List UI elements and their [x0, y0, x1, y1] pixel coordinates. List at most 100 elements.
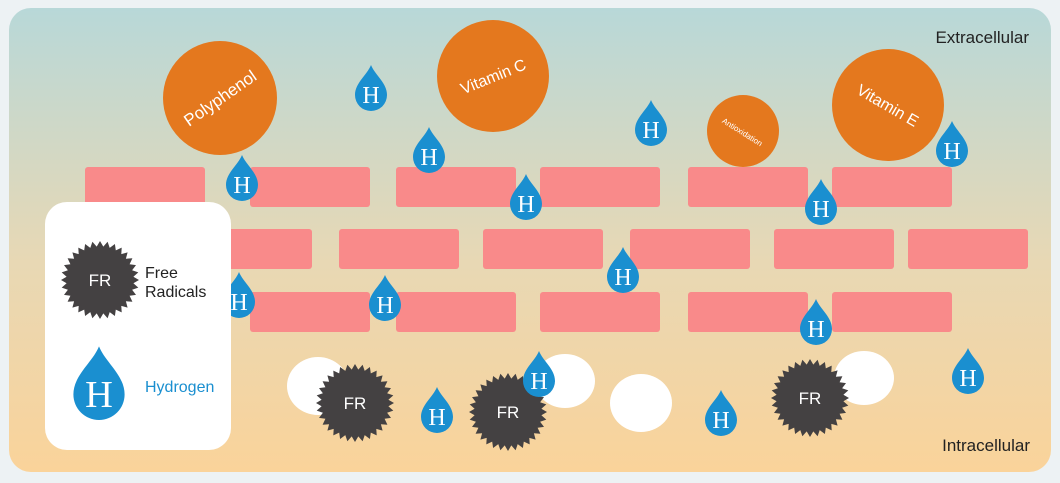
hydrogen-symbol: H	[530, 369, 547, 395]
legend-free-radical: FR	[61, 241, 139, 319]
legend: FR H Free Radicals Hydrogen	[45, 202, 231, 450]
membrane-brick	[85, 167, 205, 207]
hydrogen-drop: H	[355, 65, 387, 111]
legend-graphics: FR H	[61, 241, 139, 420]
white-particle	[610, 374, 672, 432]
hydrogen-drop: H	[223, 272, 255, 318]
hydrogen-drop-shape	[936, 121, 968, 167]
white-particle	[834, 351, 894, 405]
hydrogen-drop-shape	[226, 155, 258, 201]
membrane-brick	[250, 292, 370, 332]
membrane-brick	[630, 229, 750, 269]
legend-free-line1: Free	[145, 265, 178, 282]
hydrogen-drop: H	[607, 247, 639, 293]
membrane-brick	[774, 229, 894, 269]
hydrogen-drop: H	[635, 100, 667, 146]
hydrogen-symbol: H	[807, 317, 824, 343]
hydrogen-drop-shape	[635, 100, 667, 146]
membrane-brick	[483, 229, 603, 269]
membrane-brick	[396, 167, 516, 207]
membrane-brick	[832, 167, 952, 207]
hydrogen-symbol: H	[233, 173, 250, 199]
hydrogen-symbol: H	[428, 405, 445, 431]
membrane-brick	[688, 167, 808, 207]
hydrogen-symbol: H	[420, 145, 437, 171]
antioxidant-circle	[707, 95, 779, 167]
intracellular-label: Intracellular	[942, 436, 1030, 455]
hydrogen-drop-shape	[510, 174, 542, 220]
hydrogen-symbol: H	[362, 83, 379, 109]
hydrogen-drop-shape	[952, 348, 984, 394]
hydrogen-drop: H	[523, 351, 555, 397]
legend-hydrogen-icon: H	[73, 346, 125, 420]
legend-hydrogen: H	[73, 346, 125, 420]
hydrogen-symbol: H	[376, 293, 393, 319]
hydrogen-symbol: H	[712, 408, 729, 434]
antioxidant-vitamin-c: Vitamin C	[437, 20, 549, 132]
free-radical-label: FR	[799, 389, 822, 408]
hydrogen-symbol: H	[230, 290, 247, 316]
hydrogen-symbol: H	[85, 374, 113, 416]
hydrogen-drop-shape	[73, 346, 125, 420]
hydrogen-symbol: H	[812, 197, 829, 223]
legend-free-radical-icon: FR	[61, 241, 139, 319]
hydrogen-drop-shape	[800, 299, 832, 345]
free-radical: FR	[771, 359, 849, 437]
membrane-brick	[540, 167, 660, 207]
hydrogen-drop-shape	[413, 127, 445, 173]
hydrogen-drop: H	[369, 275, 401, 321]
free-radical-label: FR	[497, 403, 520, 422]
free-radicals: FR FR FR	[316, 359, 849, 451]
hydrogen-drop-shape	[523, 351, 555, 397]
antioxidant-circle	[832, 49, 944, 161]
membrane-brick	[832, 292, 952, 332]
hydrogen-drop-shape	[607, 247, 639, 293]
hydrogen-drop: H	[936, 121, 968, 167]
hydrogen-drop: H	[800, 299, 832, 345]
hydrogen-drop-shape	[805, 179, 837, 225]
hydrogen-drop-shape	[421, 387, 453, 433]
free-radical-shape	[771, 359, 849, 437]
legend-free-line2: Radicals	[145, 284, 207, 301]
hydrogen-drops: H H H H H H H H H H H H H H H	[223, 65, 984, 436]
membrane-brick	[540, 292, 660, 332]
antioxidant-antioxidation: Antioxidation	[707, 95, 779, 167]
hydrogen-symbol: H	[517, 192, 534, 218]
hydrogen-drop-shape	[369, 275, 401, 321]
hydrogen-drop: H	[226, 155, 258, 201]
hydrogen-symbol: H	[614, 265, 631, 291]
legend-free-radicals-label: Free Radicals	[145, 264, 206, 302]
hydrogen-symbol: H	[943, 139, 960, 165]
hydrogen-symbol: H	[959, 366, 976, 392]
membrane-brick	[396, 292, 516, 332]
membrane-brick	[908, 229, 1028, 269]
free-radical-label: FR	[89, 271, 112, 290]
antioxidant-circle	[163, 41, 277, 155]
hydrogen-symbol: H	[642, 118, 659, 144]
hydrogen-drop: H	[952, 348, 984, 394]
free-radical-shape	[469, 373, 547, 451]
membrane-brick	[688, 292, 808, 332]
hydrogen-drop-shape	[355, 65, 387, 111]
hydrogen-drop: H	[413, 127, 445, 173]
membrane-brick	[250, 167, 370, 207]
legend-hydrogen-label: Hydrogen	[145, 379, 215, 396]
membrane-brick	[339, 229, 459, 269]
free-radical: FR	[316, 364, 394, 442]
hydrogen-drop-shape	[705, 390, 737, 436]
antioxidant-polyphenol: Polyphenol	[163, 41, 277, 155]
hydrogen-drop-shape	[223, 272, 255, 318]
hydrogen-drop: H	[705, 390, 737, 436]
hydrogen-drop: H	[510, 174, 542, 220]
free-radical-label: FR	[344, 394, 367, 413]
free-radical-shape	[61, 241, 139, 319]
free-radical: FR	[469, 373, 547, 451]
antioxidant-circle	[437, 20, 549, 132]
antioxidant-vitamin-e: Vitamin E	[832, 49, 944, 161]
hydrogen-drop: H	[805, 179, 837, 225]
free-radical-shape	[316, 364, 394, 442]
cell-membrane	[85, 167, 1028, 332]
hydrogen-drop: H	[421, 387, 453, 433]
extracellular-label: Extracellular	[935, 28, 1029, 47]
